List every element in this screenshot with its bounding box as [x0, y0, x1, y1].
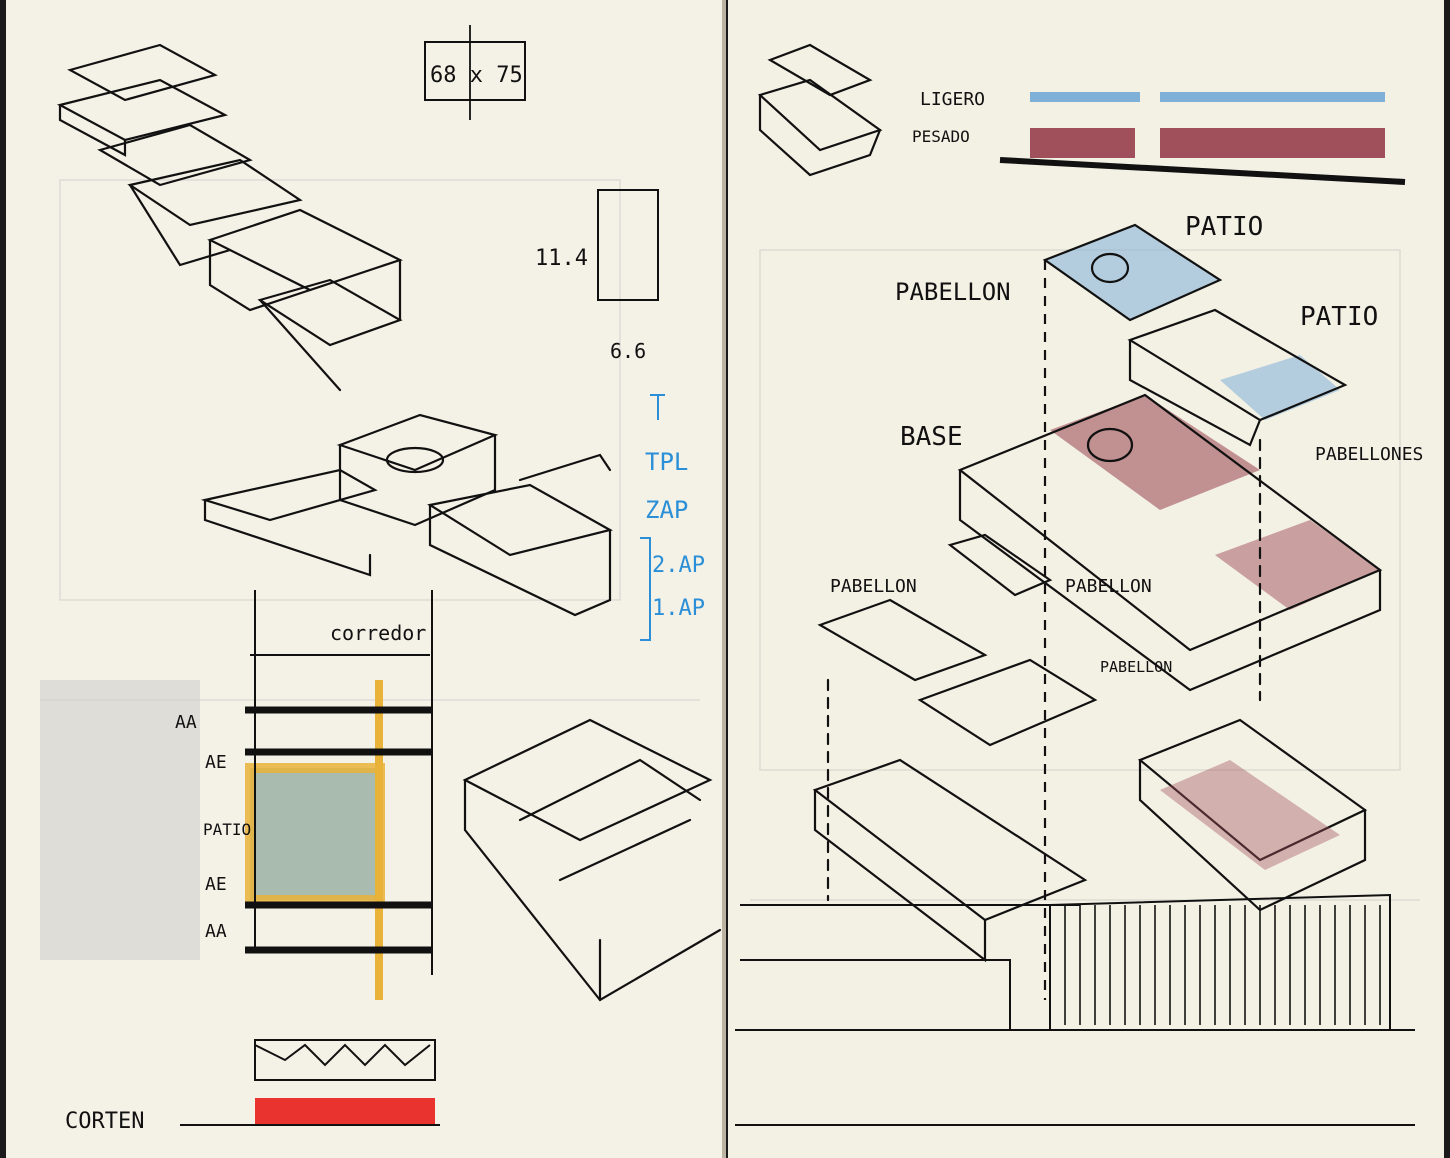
gray-smudge	[40, 680, 200, 960]
label-base: BASE	[900, 422, 963, 452]
blue-notes: TPL ZAP 2.AP 1.AP	[640, 394, 705, 641]
patio-top-block	[1042, 223, 1223, 1000]
row-label-aa-top: AA	[175, 712, 197, 733]
corten-detail: CORTEN	[65, 1039, 440, 1134]
left-axonometric-lower	[462, 718, 722, 1002]
blue-note-1: TPL	[645, 448, 688, 476]
legend-ground-line	[999, 157, 1406, 185]
left-axonometric-middle	[200, 413, 613, 617]
dimension-68x75: 68 x 75	[430, 63, 523, 88]
right-axonometric-small	[757, 43, 883, 177]
label-patio-2: PATIO	[1300, 302, 1378, 332]
blue-note-2: ZAP	[645, 496, 688, 524]
dimension-side: 11.4 6.6	[535, 189, 659, 363]
row-label-ae-top: AE	[205, 752, 227, 773]
pabellon-red-fill	[1160, 760, 1340, 870]
legend-light-swatch-2	[1160, 92, 1385, 102]
row-label-patio: PATIO	[203, 820, 251, 839]
legend-heavy-swatch	[1030, 128, 1135, 158]
blue-note-3: 2.AP	[652, 553, 705, 578]
legend-heavy-label: PESADO	[912, 127, 970, 146]
label-pabellon-left: PABELLON	[830, 576, 917, 597]
patio-second-block	[1127, 308, 1348, 447]
label-pabellon-mid: PABELLON	[1065, 576, 1152, 597]
row-label-aa-bottom: AA	[205, 921, 227, 942]
plan-section: corredor AA AE PATIO AE AA	[175, 590, 433, 1000]
label-patio-1: PATIO	[1185, 212, 1263, 242]
legend: LIGERO PESADO	[912, 89, 1406, 185]
label-pabellon-top: PABELLON	[895, 278, 1011, 306]
dimension-box-top: 68 x 75	[424, 25, 526, 120]
base-block	[957, 393, 1383, 692]
legend-heavy-swatch-2	[1160, 128, 1385, 158]
legend-light-swatch	[1030, 92, 1140, 102]
elevation	[735, 893, 1415, 1126]
corredor-label: corredor	[330, 621, 426, 645]
left-axonometric-top	[56, 43, 403, 392]
dimension-6-6: 6.6	[610, 339, 646, 363]
label-pabellones: PABELLONES	[1315, 444, 1423, 465]
left-page	[6, 0, 722, 1158]
label-pabellon-low: PABELLON	[1100, 658, 1172, 676]
row-label-ae-bottom: AE	[205, 874, 227, 895]
dimension-11-4: 11.4	[535, 246, 588, 271]
corten-label: CORTEN	[65, 1109, 144, 1134]
elevation-slats	[1064, 905, 1381, 1025]
legend-light-label: LIGERO	[920, 89, 985, 110]
blue-note-4: 1.AP	[652, 596, 705, 621]
